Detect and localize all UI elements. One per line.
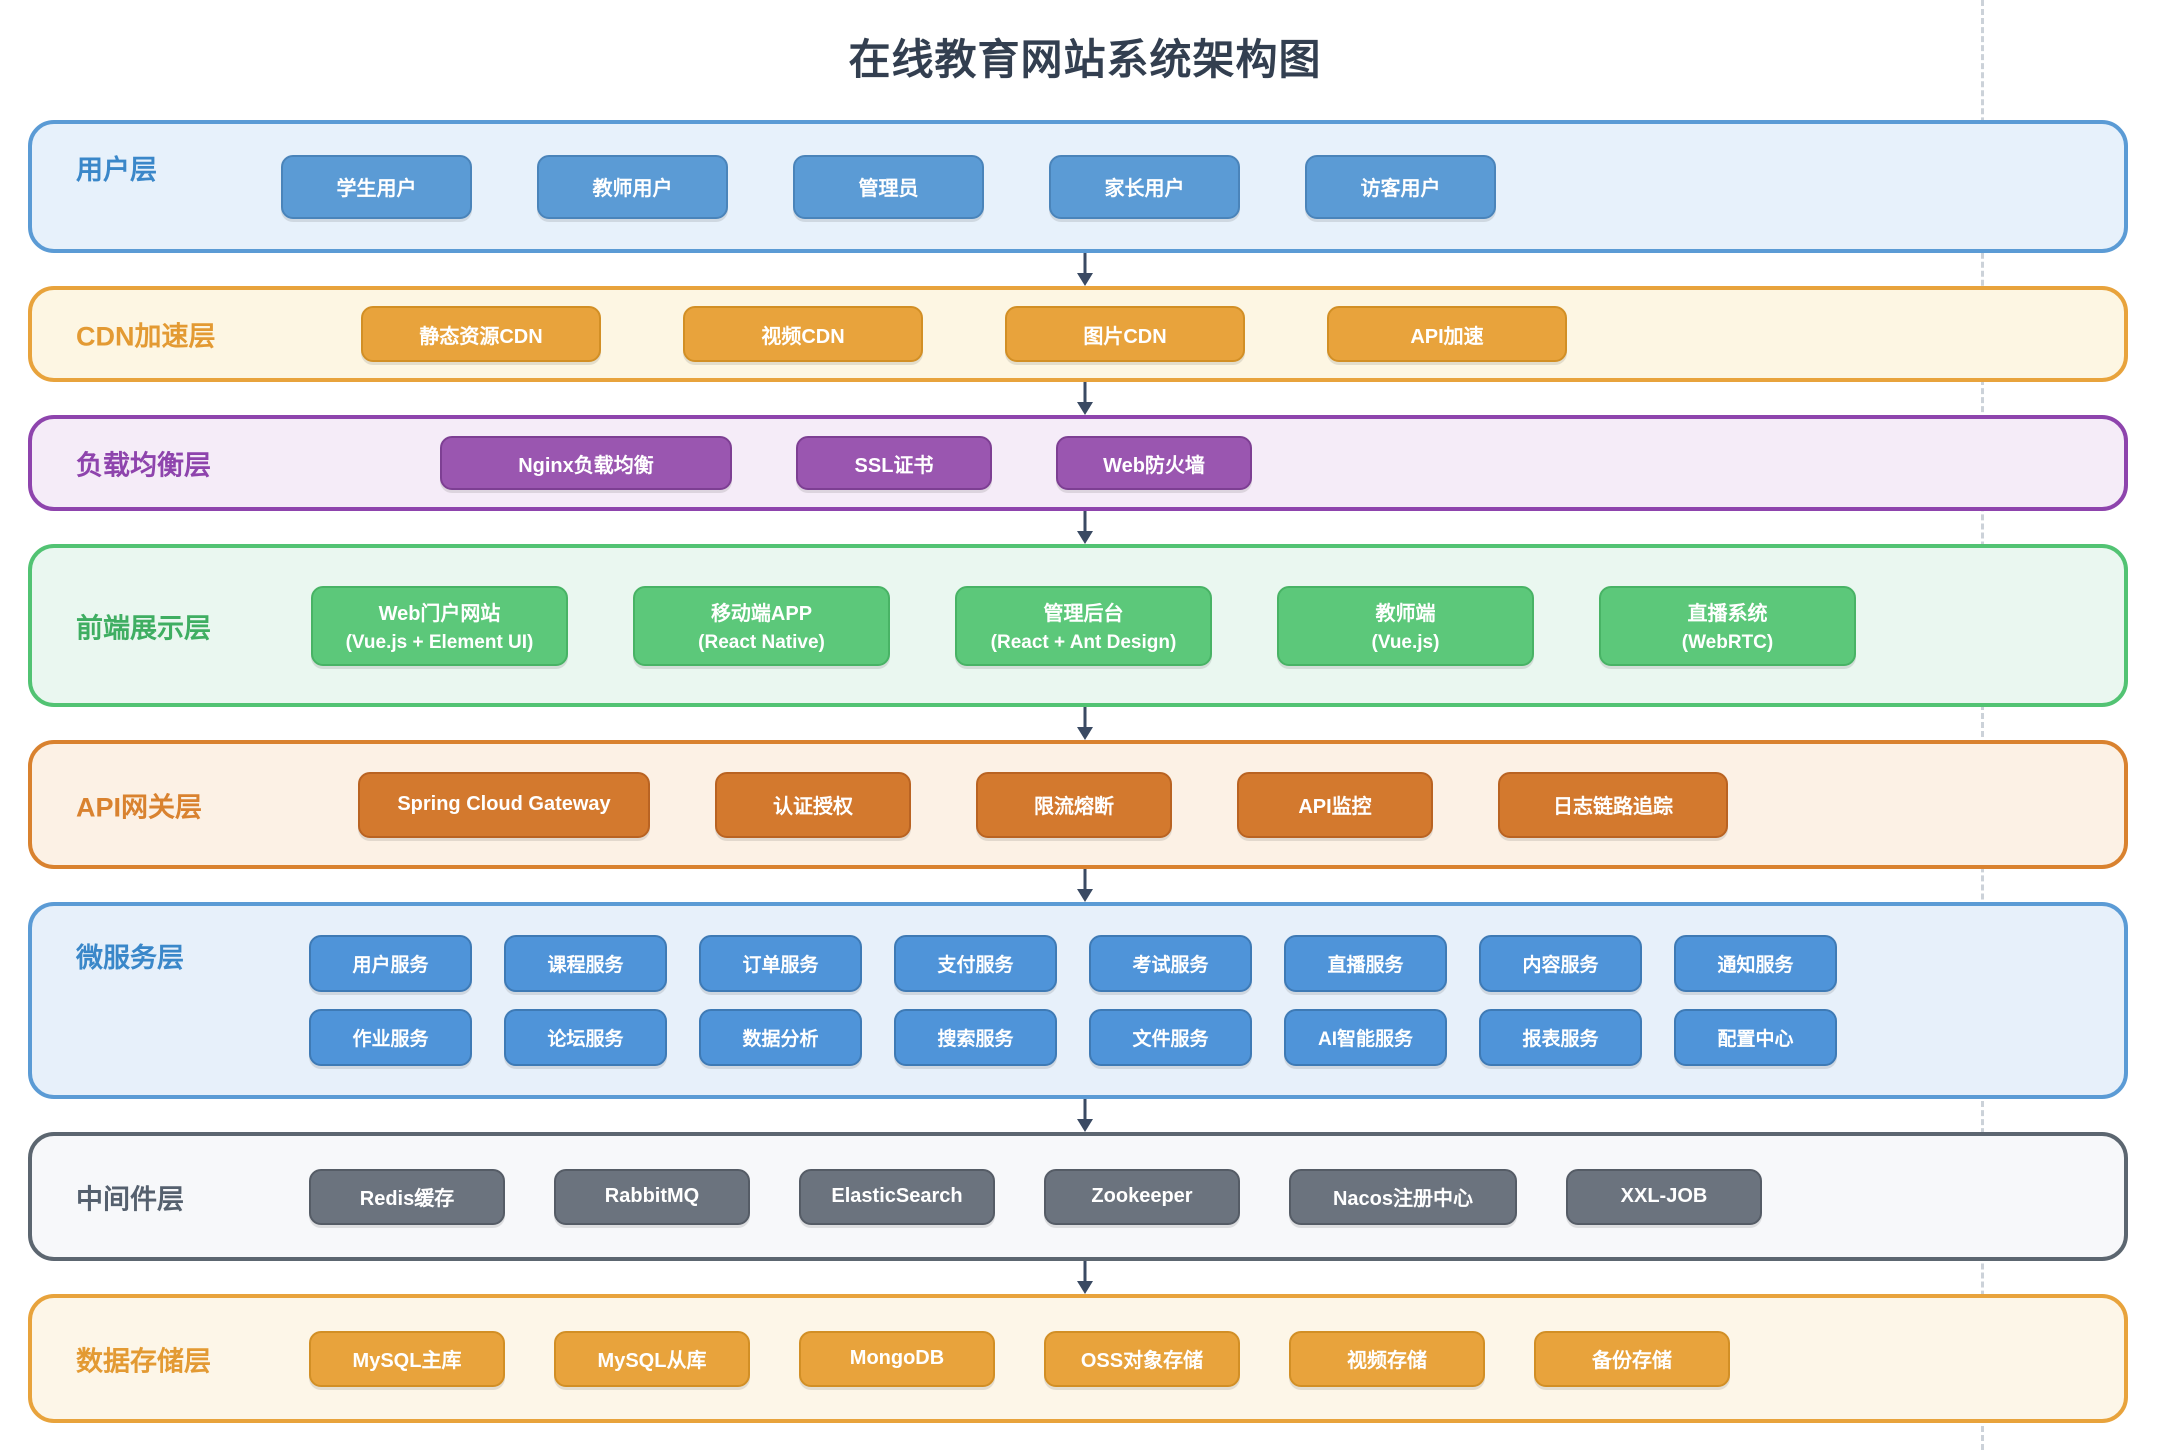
diagram-node: 静态资源CDN [361, 306, 601, 362]
diagram-node: 报表服务 [1479, 1009, 1642, 1066]
diagram-node: 备份存储 [1534, 1330, 1730, 1387]
diagram-node: 认证授权 [715, 771, 911, 838]
node-row: 作业服务论坛服务数据分析搜索服务文件服务 AI智能服务报表服务配置中心 [309, 1009, 1837, 1066]
layer-label: 中间件层 [76, 1184, 184, 1214]
layer-data-storage: 数据存储层 MySQL主库 MySQL从库 MongoDB OSS对象存储视频存储备份… [28, 1294, 2128, 1423]
diagram-node: 移动端APP (React Native) [633, 585, 890, 666]
diagram-node: 管理后台 (React + Ant Design) [955, 585, 1212, 666]
node-subtitle: (React + Ant Design) [990, 632, 1177, 653]
diagram-node: 搜索服务 [894, 1009, 1057, 1066]
diagram-node: Zookeeper [1044, 1168, 1240, 1225]
diagram-node: 通知服务 [1674, 935, 1837, 992]
diagram-node: 数据分析 [699, 1009, 862, 1066]
diagram-node: API监控 [1237, 771, 1433, 838]
diagram-node: 访客用户 [1305, 154, 1496, 219]
diagram-node: 论坛服务 [504, 1009, 667, 1066]
diagram-node: Spring Cloud Gateway [358, 771, 650, 838]
diagram-node: 文件服务 [1089, 1009, 1252, 1066]
diagram-node: 考试服务 [1089, 935, 1252, 992]
layer-nodes: Web门户网站 (Vue.js + Element UI) 移动端APP (React… [32, 548, 2124, 703]
node-subtitle: (React Native) [698, 632, 825, 653]
diagram-node: Web防火墙 [1056, 436, 1252, 490]
diagram-node: 教师端 (Vue.js) [1277, 585, 1534, 666]
arrow-down-icon [1072, 1261, 1098, 1299]
arrow-down-icon [1072, 511, 1098, 549]
diagram-node: 内容服务 [1479, 935, 1642, 992]
arrow-down-icon [1072, 253, 1098, 291]
page-title: 在线教育网站系统架构图 [848, 36, 1322, 83]
layer-middleware: 中间件层 Redis缓存 RabbitMQ ElasticSearch Zookeep… [28, 1132, 2128, 1261]
layer-cdn: CDN加速层 静态资源CDN 视频CDN 图片CDN API加速 [28, 286, 2128, 382]
diagram-node: MySQL从库 [554, 1330, 750, 1387]
layer-nodes: MySQL主库 MySQL从库 MongoDB OSS对象存储视频存储备份存储 [32, 1298, 2124, 1419]
layer-nodes: Nginx负载均衡 SSL证书 Web防火墙 [32, 419, 2124, 507]
node-subtitle: (WebRTC) [1681, 632, 1774, 653]
diagram-node: OSS对象存储 [1044, 1330, 1240, 1387]
layer-label: 前端展示层 [76, 613, 211, 643]
diagram-node: 学生用户 [281, 154, 472, 219]
arrow-down-icon [1072, 1099, 1098, 1137]
node-title: 直播系统 [1687, 603, 1768, 625]
node-title: Web门户网站 [378, 603, 501, 625]
layer-label: API网关层 [76, 792, 203, 822]
diagram-node: Redis缓存 [309, 1168, 505, 1225]
layer-label: 微服务层 [76, 943, 184, 973]
layer-label: CDN加速层 [76, 321, 216, 352]
diagram-node: 家长用户 [1049, 154, 1240, 219]
diagram-node: AI智能服务 [1284, 1009, 1447, 1066]
node-row: 用户服务课程服务订单服务支付服务考试服务直播服务内容服务通知服务 [309, 935, 1837, 992]
node-subtitle: (Vue.js) [1371, 632, 1440, 653]
node-title: 教师端 [1375, 603, 1436, 625]
diagram-node: MongoDB [799, 1330, 995, 1387]
layer-nodes: 静态资源CDN 视频CDN 图片CDN API加速 [32, 290, 2124, 378]
diagram-node: 订单服务 [699, 935, 862, 992]
diagram-node: Nginx负载均衡 [440, 436, 732, 490]
node-title: 移动端APP [710, 603, 813, 625]
diagram-node: XXL-JOB [1566, 1168, 1762, 1225]
layer-nodes: Spring Cloud Gateway 认证授权限流熔断 API监控日志链路追踪 [32, 744, 2124, 865]
diagram-node: 用户服务 [309, 935, 472, 992]
node-title: 管理后台 [1043, 603, 1124, 625]
layer-microservices: 微服务层 用户服务课程服务订单服务支付服务考试服务直播服务内容服务通知服务作业服… [28, 902, 2128, 1099]
diagram-node: 课程服务 [504, 935, 667, 992]
diagram-node: RabbitMQ [554, 1168, 750, 1225]
diagram-node: 支付服务 [894, 935, 1057, 992]
diagram-node: 日志链路追踪 [1498, 771, 1728, 838]
layer-nodes: 用户服务课程服务订单服务支付服务考试服务直播服务内容服务通知服务作业服务论坛服务… [32, 906, 2124, 1095]
vertical-dashed-divider [1981, 0, 1984, 1450]
diagram-node: API加速 [1327, 306, 1567, 362]
diagram-node: SSL证书 [796, 436, 992, 490]
arrow-down-icon [1072, 869, 1098, 907]
diagram-node: 教师用户 [537, 154, 728, 219]
layer-users: 用户层 学生用户教师用户管理员家长用户访客用户 [28, 120, 2128, 253]
layer-load-balancer: 负载均衡层 Nginx负载均衡 SSL证书 Web防火墙 [28, 415, 2128, 511]
diagram-node: Web门户网站 (Vue.js + Element UI) [311, 585, 568, 666]
arrow-down-icon [1072, 707, 1098, 745]
diagram-node: 视频CDN [683, 306, 923, 362]
layer-nodes: 学生用户教师用户管理员家长用户访客用户 [32, 124, 2124, 249]
diagram-node: 直播系统 (WebRTC) [1599, 585, 1856, 666]
diagram-node: 限流熔断 [976, 771, 1172, 838]
layer-label: 用户层 [76, 155, 157, 185]
layer-label: 负载均衡层 [76, 450, 211, 481]
diagram-node: 视频存储 [1289, 1330, 1485, 1387]
diagram-node: 图片CDN [1005, 306, 1245, 362]
arrow-down-icon [1072, 382, 1098, 420]
layer-label: 数据存储层 [76, 1346, 211, 1376]
diagram-node: 管理员 [793, 154, 984, 219]
layer-frontend: 前端展示层 Web门户网站 (Vue.js + Element UI) 移动端APP… [28, 544, 2128, 707]
layer-api-gateway: API网关层 Spring Cloud Gateway 认证授权限流熔断 API监控… [28, 740, 2128, 869]
node-subtitle: (Vue.js + Element UI) [345, 632, 534, 653]
diagram-node: 直播服务 [1284, 935, 1447, 992]
diagram-node: 作业服务 [309, 1009, 472, 1066]
diagram-node: Nacos注册中心 [1289, 1168, 1517, 1225]
diagram-node: ElasticSearch [799, 1168, 995, 1225]
diagram-node: MySQL主库 [309, 1330, 505, 1387]
diagram-node: 配置中心 [1674, 1009, 1837, 1066]
layer-nodes: Redis缓存 RabbitMQ ElasticSearch Zookeeper Nac… [32, 1136, 2124, 1257]
